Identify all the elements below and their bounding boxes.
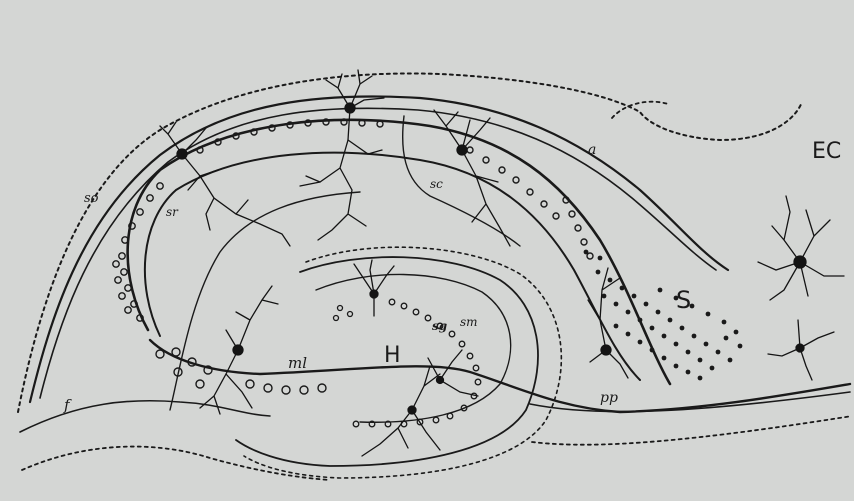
- label-hilus: H: [384, 343, 401, 368]
- label-entorhinal-cortex: EC: [812, 139, 841, 164]
- label-alveus: a: [588, 142, 596, 158]
- label-stratum-granulosum: sg: [432, 319, 447, 333]
- label-stratum-radiatum: sr: [166, 205, 179, 219]
- label-molecular-layer: ml: [288, 354, 307, 372]
- label-perforant-path: pp: [600, 390, 618, 406]
- label-stratum-oriens: so: [84, 191, 99, 206]
- label-stratum-moleculare: sm: [460, 315, 478, 329]
- label-subiculum: S: [676, 286, 691, 314]
- label-schaffer-collateral: sc: [430, 177, 443, 191]
